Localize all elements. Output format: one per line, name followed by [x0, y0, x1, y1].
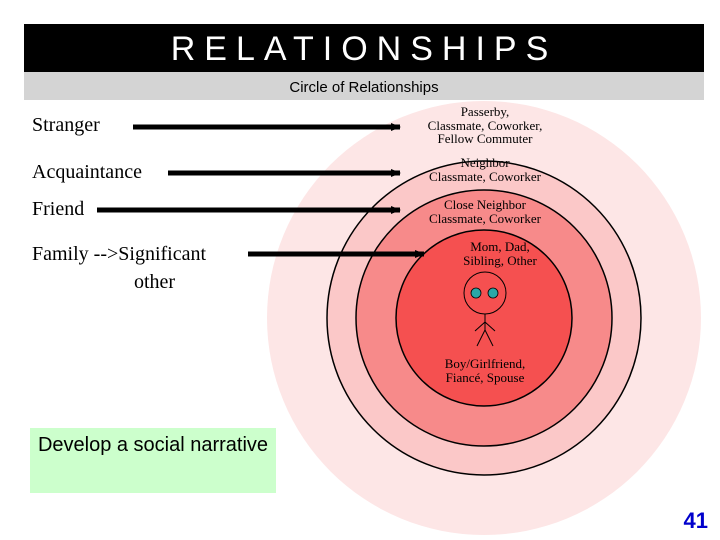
ring-label-outer: Passerby, Classmate, Coworker, Fellow Co…: [427, 104, 543, 147]
slide-title: RELATIONSHIPS: [24, 24, 704, 72]
ring-label-third: Close Neighbor Classmate, Coworker: [429, 197, 541, 226]
stick-figure-icon: [463, 271, 507, 347]
level-label-family-line2: other: [134, 271, 176, 293]
ring-inner: [395, 229, 573, 407]
figure-right-eye: [487, 287, 499, 299]
ring-label-second: Neighbor Classmate, Coworker: [429, 155, 541, 184]
level-label-stranger: Stranger: [32, 114, 100, 136]
diagram-subtitle: Circle of Relationships: [24, 72, 704, 100]
ring-label-center: Boy/Girlfriend, Fiancé, Spouse: [444, 356, 526, 385]
figure-left-eye: [470, 287, 482, 299]
level-label-family: Family -->Significant: [32, 243, 207, 265]
ring-label-inner: Mom, Dad, Sibling, Other: [463, 239, 537, 268]
page-number: 41: [683, 508, 708, 533]
level-label-friend: Friend: [32, 198, 85, 220]
level-label-acquaintance: Acquaintance: [32, 161, 142, 183]
social-narrative-callout: Develop a social narrative: [30, 428, 276, 493]
